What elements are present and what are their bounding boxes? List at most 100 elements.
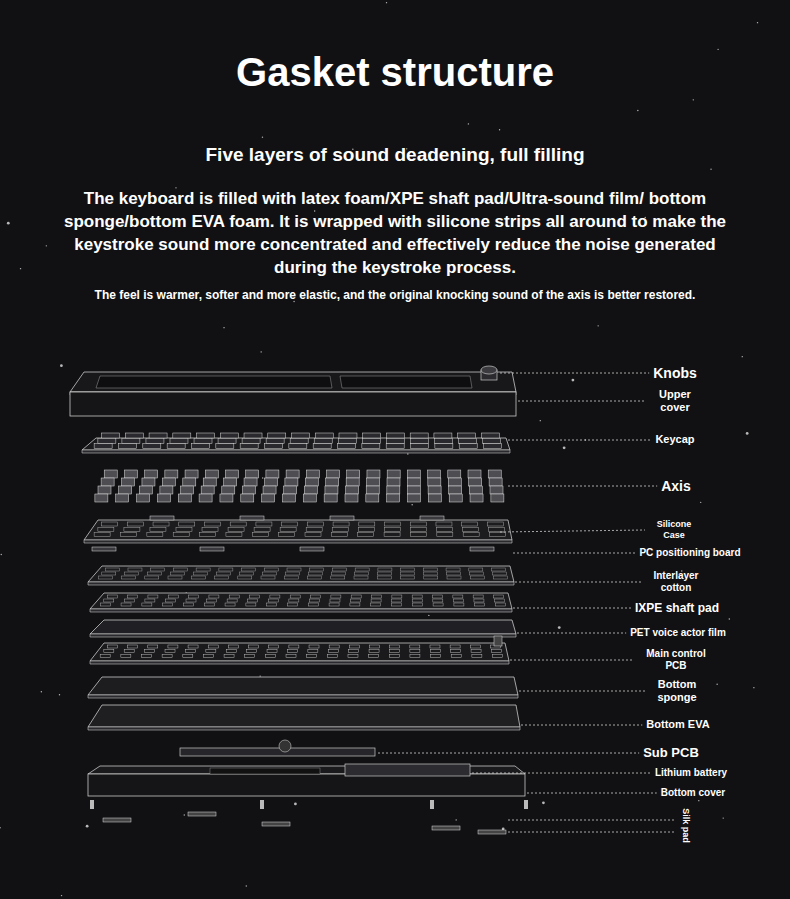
switch-hole <box>306 527 322 531</box>
screw <box>430 800 434 809</box>
pad-hole <box>163 603 173 606</box>
pcb-pad <box>470 645 480 648</box>
cotton-hole <box>401 576 415 579</box>
ixpe-shaft-pad <box>90 593 512 612</box>
switch <box>104 470 117 478</box>
switch <box>367 470 380 478</box>
switch <box>284 486 297 494</box>
switch-hole <box>462 522 478 526</box>
part-label: Main control PCB <box>636 648 716 672</box>
keycap <box>167 444 185 449</box>
switch-hole <box>252 533 268 537</box>
keycap <box>242 438 260 443</box>
upper-cover-top <box>70 372 516 392</box>
switch <box>244 478 257 486</box>
pcb-connector <box>494 636 502 646</box>
switch-hole <box>436 527 452 531</box>
star <box>46 245 47 246</box>
cotton-hole <box>447 576 461 579</box>
star <box>262 136 263 137</box>
pcb-pad <box>245 654 255 657</box>
star <box>572 379 575 382</box>
switch <box>263 486 276 494</box>
pcb-pad <box>267 650 277 653</box>
switch <box>387 486 400 494</box>
switch <box>325 486 338 494</box>
pad-hole <box>148 595 158 598</box>
switch <box>326 478 339 486</box>
pcb-pad <box>410 645 420 648</box>
cotton-hole <box>145 576 159 579</box>
keycap <box>411 444 429 449</box>
switch-hole <box>385 522 401 526</box>
cotton-hole <box>377 576 391 579</box>
pad-hole <box>351 595 361 598</box>
switch <box>286 470 299 478</box>
switch <box>142 478 155 486</box>
cotton-hole <box>98 576 112 579</box>
pcb-pad <box>121 654 131 657</box>
pcb-pad <box>307 654 317 657</box>
pad-hole <box>267 603 277 606</box>
star <box>717 49 718 50</box>
pad-hole <box>392 595 402 598</box>
switch <box>387 494 400 502</box>
leader-line <box>378 753 639 754</box>
leader-line <box>521 725 642 726</box>
pcb-pad <box>349 650 359 653</box>
switch <box>224 478 237 486</box>
star <box>746 432 749 435</box>
switch <box>469 486 482 494</box>
star <box>259 675 260 676</box>
keycap <box>197 433 215 438</box>
pcb-pad <box>289 645 299 648</box>
star <box>59 694 60 695</box>
switch-hole <box>332 527 348 531</box>
switch <box>347 470 360 478</box>
leader-line <box>508 440 651 441</box>
star <box>693 99 694 100</box>
cotton-hole <box>196 568 210 571</box>
pad-hole <box>433 599 443 602</box>
pad-hole <box>168 595 178 598</box>
cotton-hole <box>151 568 165 571</box>
star <box>184 814 185 815</box>
cotton-hole <box>261 576 275 579</box>
pcb-pad <box>471 650 481 653</box>
leader-line <box>513 553 635 554</box>
star <box>411 504 412 505</box>
leader-line <box>508 820 676 821</box>
switch-hole <box>173 533 189 537</box>
interlayer-cotton-edge <box>88 582 514 585</box>
keycap <box>482 438 500 443</box>
pad-hole <box>124 599 134 602</box>
cotton-hole <box>105 568 119 571</box>
screws <box>90 800 528 809</box>
pad-hole <box>250 595 260 598</box>
switch <box>345 494 358 502</box>
keycap-layer-edge <box>82 450 510 453</box>
pad-hole <box>329 603 339 606</box>
pcb-pad <box>226 650 236 653</box>
cotton-hole <box>331 576 345 579</box>
switch <box>408 494 421 502</box>
switch-hole <box>437 533 453 537</box>
silk-pad <box>188 812 216 816</box>
switch-hole <box>333 522 349 526</box>
switch <box>178 494 191 502</box>
switch-hole <box>228 527 244 531</box>
switch <box>98 486 111 494</box>
keycap <box>98 438 116 443</box>
switch <box>183 478 196 486</box>
pcb-pad <box>168 645 178 648</box>
cotton-hole <box>332 572 346 575</box>
part-label: Bottom cover <box>661 787 725 799</box>
pad-hole <box>371 599 381 602</box>
title: Gasket structure <box>0 50 790 95</box>
switch <box>241 494 254 502</box>
star <box>542 801 545 804</box>
main-pcb-edge <box>90 661 509 664</box>
switch <box>242 486 255 494</box>
switch <box>246 470 259 478</box>
switch <box>469 478 482 486</box>
